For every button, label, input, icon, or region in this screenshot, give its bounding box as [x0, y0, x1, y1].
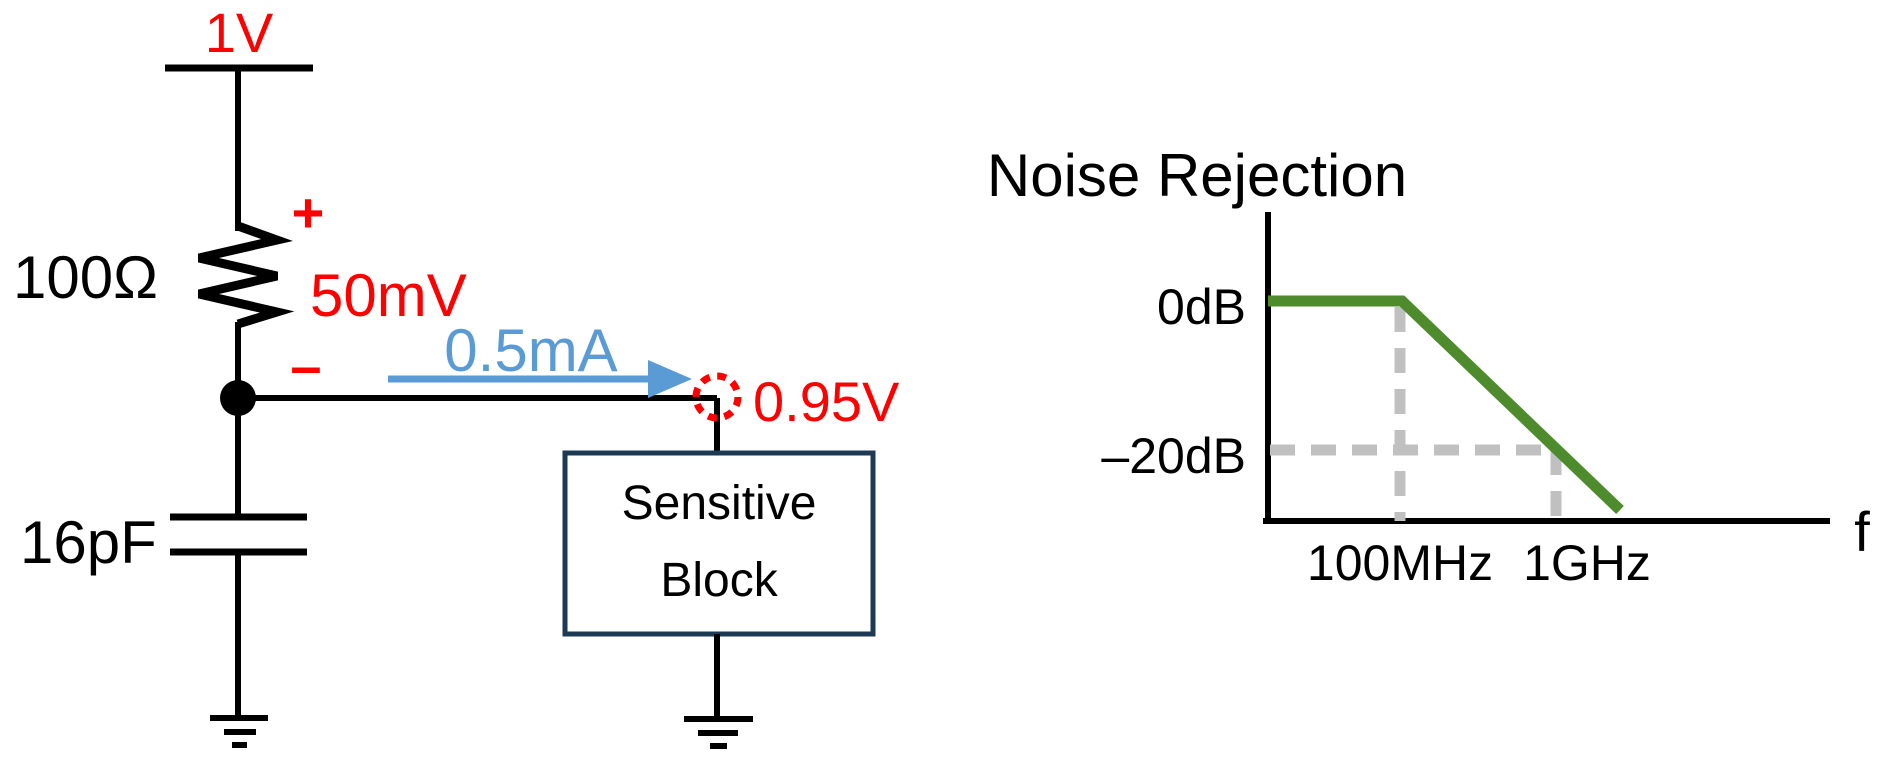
sensitive-block-label-line2: Block: [660, 554, 778, 607]
y-tick-0db: 0dB: [1157, 279, 1246, 335]
resistor-voltage-label: 50mV: [310, 262, 467, 329]
y-tick-minus20db: –20dB: [1101, 428, 1246, 484]
polarity-plus-label: +: [291, 181, 325, 244]
current-arrow: [388, 360, 692, 398]
node-voltage-label: 0.95V: [753, 370, 900, 433]
sensitive-block-label-line1: Sensitive: [621, 477, 817, 530]
ground-symbol-right: [684, 716, 753, 749]
x-axis-frequency-label: f: [1854, 500, 1870, 563]
current-value-label: 0.5mA: [444, 317, 618, 384]
supply-voltage-label: 1V: [204, 1, 274, 64]
x-tick-100mhz: 100MHz: [1306, 535, 1494, 591]
polarity-minus-label: –: [290, 334, 322, 397]
rejection-curve: [1268, 295, 1624, 514]
resistor-value-label: 100Ω: [13, 244, 158, 311]
x-tick-1ghz: 1GHz: [1523, 535, 1651, 591]
ground-symbol-left: [210, 715, 268, 748]
resistor-symbol: [197, 221, 295, 329]
node-voltage-marker: [692, 372, 742, 422]
capacitor-value-label: 16pF: [20, 509, 157, 576]
chart-title: Noise Rejection: [986, 142, 1408, 209]
